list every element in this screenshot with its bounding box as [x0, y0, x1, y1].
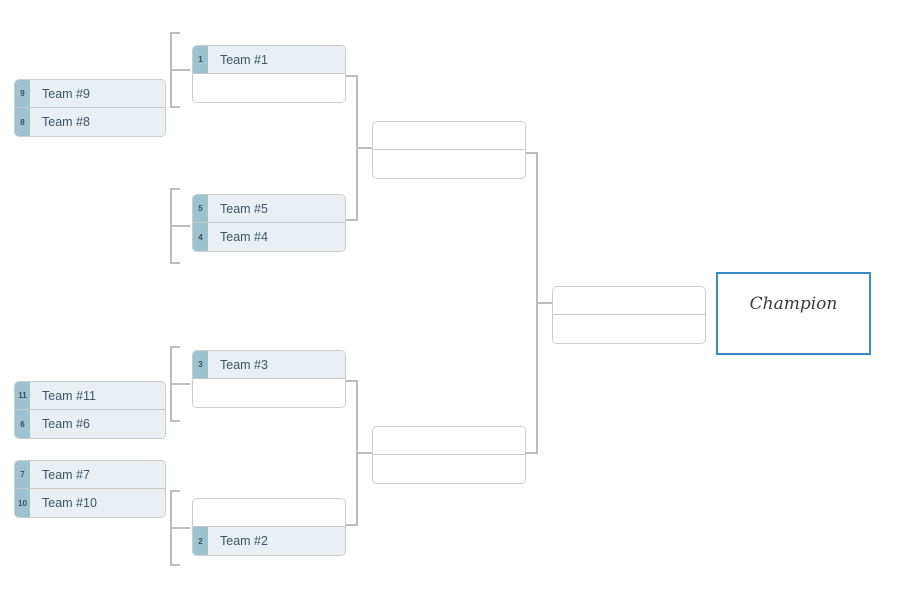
team-name: Team #5 — [220, 201, 268, 216]
team-name: Team #9 — [42, 86, 90, 101]
seed-badge: 4 — [193, 223, 208, 251]
champion-label: Champion — [749, 294, 838, 314]
match-slot[interactable]: 2 Team #2 — [193, 527, 345, 555]
match-slot[interactable] — [373, 427, 525, 455]
match-slot[interactable] — [373, 455, 525, 483]
match-slot[interactable]: 1 Team #1 — [193, 46, 345, 74]
connector-playin3-to-r1m4 — [170, 490, 190, 566]
seed-badge — [373, 455, 388, 483]
seed-badge: 11 — [15, 382, 30, 409]
seed-badge: 5 — [193, 195, 208, 222]
team-name: Team #2 — [220, 534, 268, 548]
seed-badge — [193, 499, 208, 526]
match-slot[interactable]: 11 Team #11 — [15, 382, 165, 410]
seed-badge: 10 — [15, 489, 30, 517]
match-slot[interactable] — [553, 315, 705, 343]
match-r1-3[interactable]: 3 Team #3 — [192, 350, 346, 408]
seed-badge: 9 — [15, 80, 30, 107]
match-slot[interactable]: 5 Team #5 — [193, 195, 345, 223]
connector-sf-to-final — [526, 152, 560, 454]
match-semifinal-1[interactable] — [372, 121, 526, 179]
team-name: Team #7 — [42, 467, 90, 482]
team-name: Team #1 — [220, 52, 268, 67]
team-name: Team #6 — [42, 417, 90, 431]
match-slot[interactable]: 9 Team #9 — [15, 80, 165, 108]
team-name: Team #3 — [220, 357, 268, 372]
match-slot[interactable]: 4 Team #4 — [193, 223, 345, 251]
match-slot[interactable]: 3 Team #3 — [193, 351, 345, 379]
match-playin-1[interactable]: 9 Team #9 8 Team #8 — [14, 79, 166, 137]
seed-badge: 3 — [193, 351, 208, 378]
team-name: Team #4 — [220, 230, 268, 244]
team-name: Team #8 — [42, 115, 90, 129]
match-slot[interactable]: 10 Team #10 — [15, 489, 165, 517]
connector-playin2-to-r1m3 — [170, 346, 190, 422]
match-playin-2[interactable]: 11 Team #11 6 Team #6 — [14, 381, 166, 439]
connector-r1m2-feed — [170, 188, 190, 264]
match-slot[interactable] — [193, 379, 345, 407]
connector-playin1-to-r1m1 — [170, 32, 190, 108]
seed-badge — [553, 287, 568, 314]
match-slot[interactable] — [553, 287, 705, 315]
champion-box[interactable]: Champion — [716, 272, 871, 355]
seed-badge — [193, 74, 208, 102]
match-slot[interactable] — [193, 74, 345, 102]
seed-badge: 8 — [15, 108, 30, 136]
match-slot[interactable]: 8 Team #8 — [15, 108, 165, 136]
match-slot[interactable] — [373, 150, 525, 178]
seed-badge — [373, 427, 388, 454]
connector-r1-to-sfm1 — [346, 75, 380, 221]
match-r1-2[interactable]: 5 Team #5 4 Team #4 — [192, 194, 346, 252]
seed-badge — [373, 122, 388, 149]
match-slot[interactable]: 7 Team #7 — [15, 461, 165, 489]
seed-badge — [373, 150, 388, 178]
seed-badge: 7 — [15, 461, 30, 488]
connector-r1-to-sfm2 — [346, 380, 380, 526]
seed-badge: 2 — [193, 527, 208, 555]
seed-badge: 6 — [15, 410, 30, 438]
team-name: Team #10 — [42, 496, 97, 510]
match-r1-1[interactable]: 1 Team #1 — [192, 45, 346, 103]
team-name: Team #11 — [42, 388, 96, 403]
match-slot[interactable]: 6 Team #6 — [15, 410, 165, 438]
seed-badge — [553, 315, 568, 343]
match-r1-4[interactable]: 2 Team #2 — [192, 498, 346, 556]
seed-badge: 1 — [193, 46, 208, 73]
match-playin-3[interactable]: 7 Team #7 10 Team #10 — [14, 460, 166, 518]
match-slot[interactable] — [193, 499, 345, 527]
seed-badge — [193, 379, 208, 407]
match-slot[interactable] — [373, 122, 525, 150]
match-semifinal-2[interactable] — [372, 426, 526, 484]
match-final[interactable] — [552, 286, 706, 344]
